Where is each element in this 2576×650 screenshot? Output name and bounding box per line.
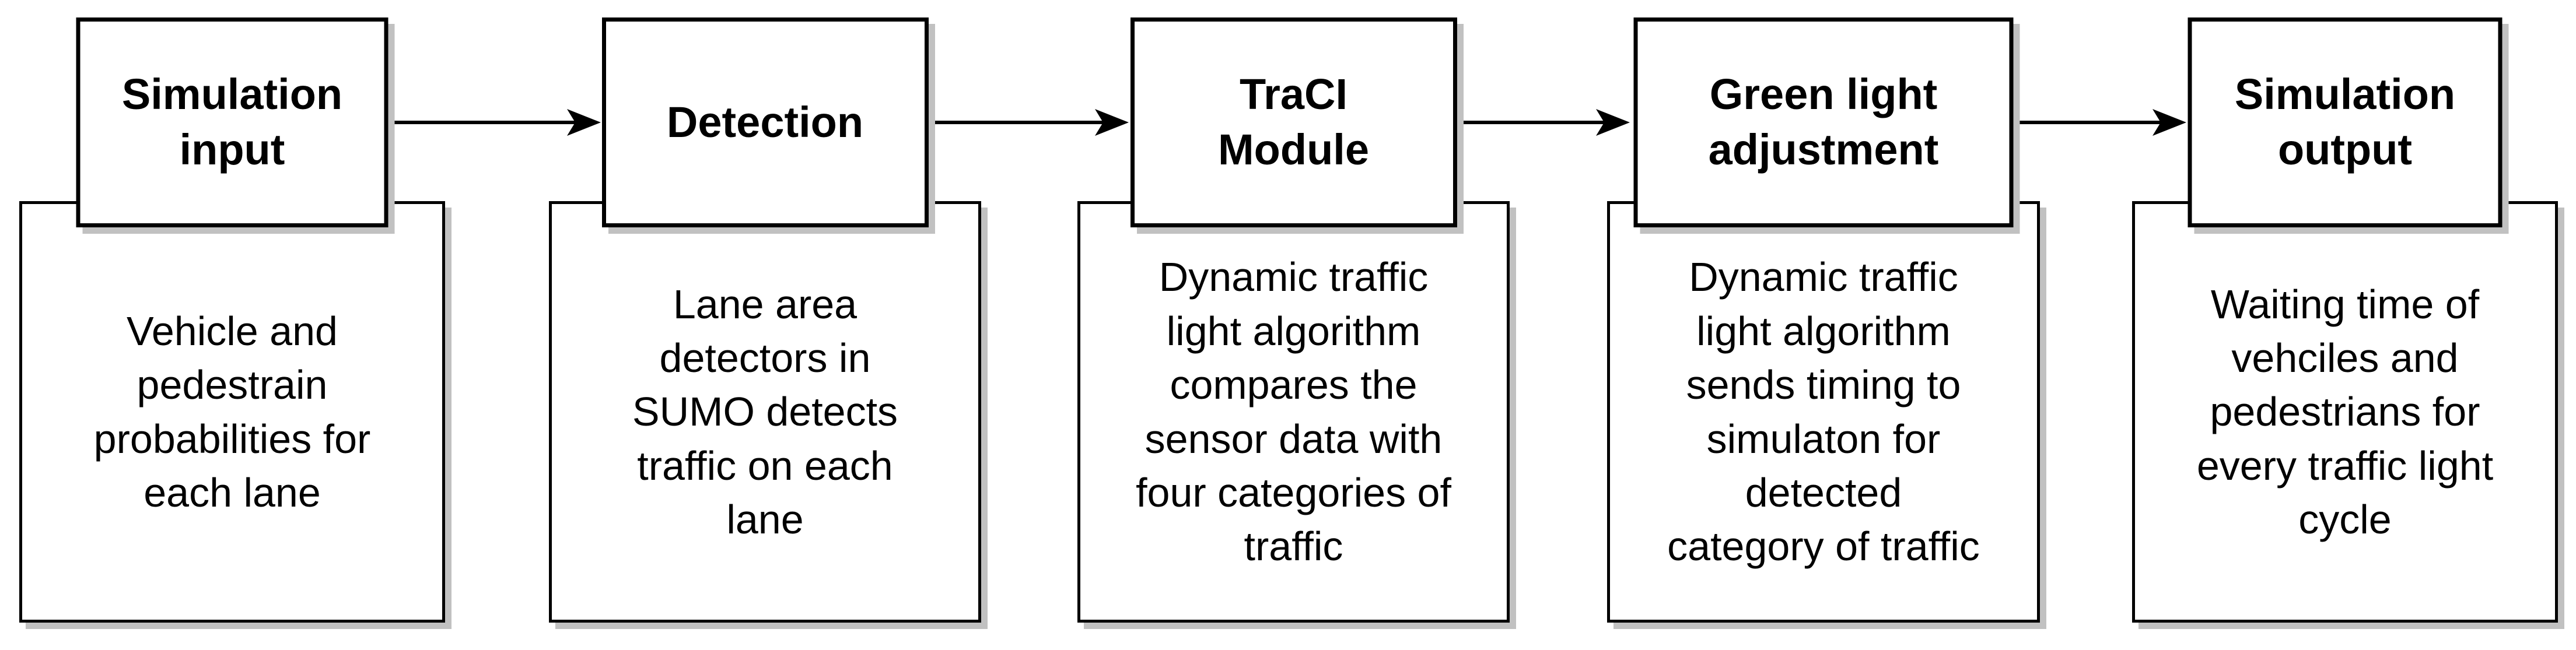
step-title-box: Detection: [601, 17, 929, 227]
step-description-box: Dynamic traffic light algorithm sends ti…: [1607, 201, 2040, 623]
step-title: Detection: [666, 97, 864, 146]
right-arrow-icon: [385, 109, 601, 136]
step-description: Dynamic traffic light algorithm compares…: [1136, 254, 1451, 570]
step-description-box: Vehicle and pedestrain probabilities for…: [19, 201, 445, 623]
step-title: Simulation input: [121, 70, 343, 174]
flow-step-traci-module: Dynamic traffic light algorithm compares…: [1077, 0, 1510, 650]
step-description: Waiting time of vehciles and pedestrians…: [2196, 281, 2494, 543]
flow-step-detection: Lane area detectors in SUMO detects traf…: [549, 0, 981, 650]
flow-arrow-4: [2011, 105, 2188, 140]
step-title-box: TraCI Module: [1130, 17, 1457, 227]
step-description-box: Lane area detectors in SUMO detects traf…: [549, 201, 981, 623]
step-title-box: Simulation input: [76, 17, 388, 227]
flow-step-simulation-input: Vehicle and pedestrain probabilities for…: [19, 0, 445, 650]
flow-arrow-3: [1457, 105, 1631, 140]
step-title-box: Simulation output: [2188, 17, 2502, 227]
arrow-head: [567, 109, 601, 136]
flow-step-simulation-output: Waiting time of vehciles and pedestrians…: [2132, 0, 2558, 650]
step-title: TraCI Module: [1218, 70, 1369, 174]
right-arrow-icon: [1457, 109, 1630, 136]
step-description-box: Waiting time of vehciles and pedestrians…: [2132, 201, 2558, 623]
step-title: Simulation output: [2234, 70, 2456, 174]
step-description: Lane area detectors in SUMO detects traf…: [632, 281, 898, 543]
arrow-head: [2152, 109, 2186, 136]
step-description: Vehicle and pedestrain probabilities for…: [93, 308, 371, 515]
arrow-head: [1596, 109, 1630, 136]
flow-arrow-2: [929, 105, 1130, 140]
step-title: Green light adjustment: [1708, 70, 1939, 174]
step-description: Dynamic traffic light algorithm sends ti…: [1667, 254, 1980, 570]
arrow-head: [1095, 109, 1129, 136]
step-description-box: Dynamic traffic light algorithm compares…: [1077, 201, 1510, 623]
flow-step-green-light-adjustment: Dynamic traffic light algorithm sends ti…: [1607, 0, 2040, 650]
flow-arrow-1: [385, 105, 602, 140]
right-arrow-icon: [2011, 109, 2186, 136]
step-title-box: Green light adjustment: [1633, 17, 2014, 227]
right-arrow-icon: [929, 109, 1129, 136]
